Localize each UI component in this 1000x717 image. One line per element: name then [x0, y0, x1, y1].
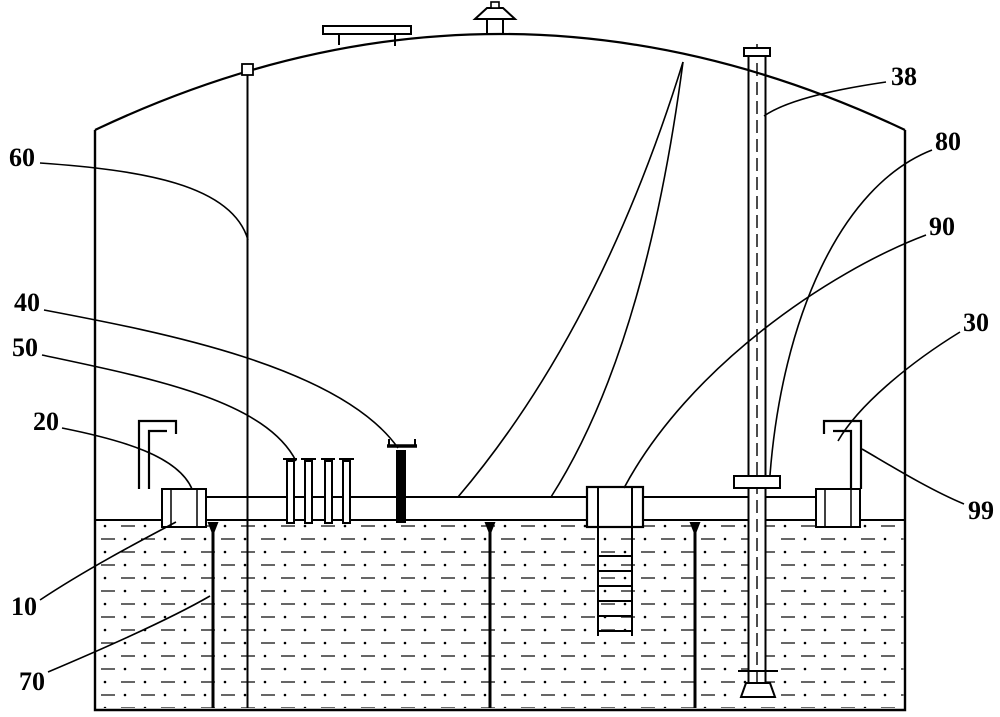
left-vent-bracket-inner — [147, 429, 167, 489]
roof-platform-plate — [322, 25, 412, 35]
standpipe-deck-flange — [733, 475, 781, 489]
leader-80 — [769, 149, 933, 476]
label-40: 40 — [14, 288, 40, 317]
left-vent-bracket — [137, 419, 178, 489]
vent-mushroom-cap — [472, 7, 518, 20]
label-38: 38 — [891, 62, 917, 91]
leader-10 — [39, 521, 177, 601]
liquid-hatch-area — [96, 522, 904, 708]
stored-liquid — [95, 519, 905, 708]
leader-70 — [47, 595, 211, 673]
support-leg-arrowhead — [484, 522, 496, 536]
label-80: 80 — [935, 127, 961, 156]
standpipe-top-cap — [743, 47, 771, 57]
right-rim-seal-box — [815, 488, 861, 528]
floating-deck — [161, 488, 861, 528]
reference-labels: 38 80 90 30 99 60 40 50 20 10 70 — [9, 62, 994, 696]
label-90: 90 — [929, 212, 955, 241]
right-vent-bracket — [822, 419, 863, 489]
right-vent-bracket-inner — [833, 429, 853, 489]
leader-90 — [623, 234, 927, 489]
leader-40 — [43, 309, 399, 449]
leader-30 — [837, 331, 961, 442]
dome-roof — [94, 32, 906, 131]
seal-channel — [324, 460, 333, 524]
vent-cap-knob — [490, 1, 500, 9]
standpipe — [733, 44, 781, 698]
dome-fittings — [241, 1, 518, 76]
label-99: 99 — [968, 496, 994, 525]
gauge-pole-roof-fitting — [241, 63, 254, 76]
seal-channel — [286, 460, 295, 524]
support-leg-arrowhead — [689, 522, 701, 536]
support-leg-arrowhead — [207, 522, 219, 536]
support-legs — [207, 522, 701, 708]
tank-walls-and-bottom — [93, 130, 907, 712]
leader-38 — [763, 81, 887, 117]
leader-20 — [61, 427, 193, 490]
label-70: 70 — [19, 667, 45, 696]
deck-manhole-box — [585, 485, 645, 529]
leader-60 — [39, 162, 249, 241]
swing-line-curve — [457, 61, 684, 498]
leader-99 — [861, 448, 965, 505]
label-30: 30 — [963, 308, 989, 337]
ladder — [597, 527, 633, 636]
standpipe-foot — [739, 682, 777, 698]
label-50: 50 — [12, 333, 38, 362]
swing-line — [457, 61, 684, 498]
deck-post — [396, 450, 406, 523]
label-10: 10 — [11, 592, 37, 621]
swing-line-curve — [550, 61, 684, 498]
leader-lines — [39, 81, 965, 673]
leader-50 — [41, 354, 297, 462]
tank-shell — [93, 32, 907, 712]
left-rim-seal-box — [161, 488, 207, 528]
label-20: 20 — [33, 407, 59, 436]
label-60: 60 — [9, 143, 35, 172]
seal-channel — [342, 460, 351, 524]
seal-channel — [304, 460, 313, 524]
